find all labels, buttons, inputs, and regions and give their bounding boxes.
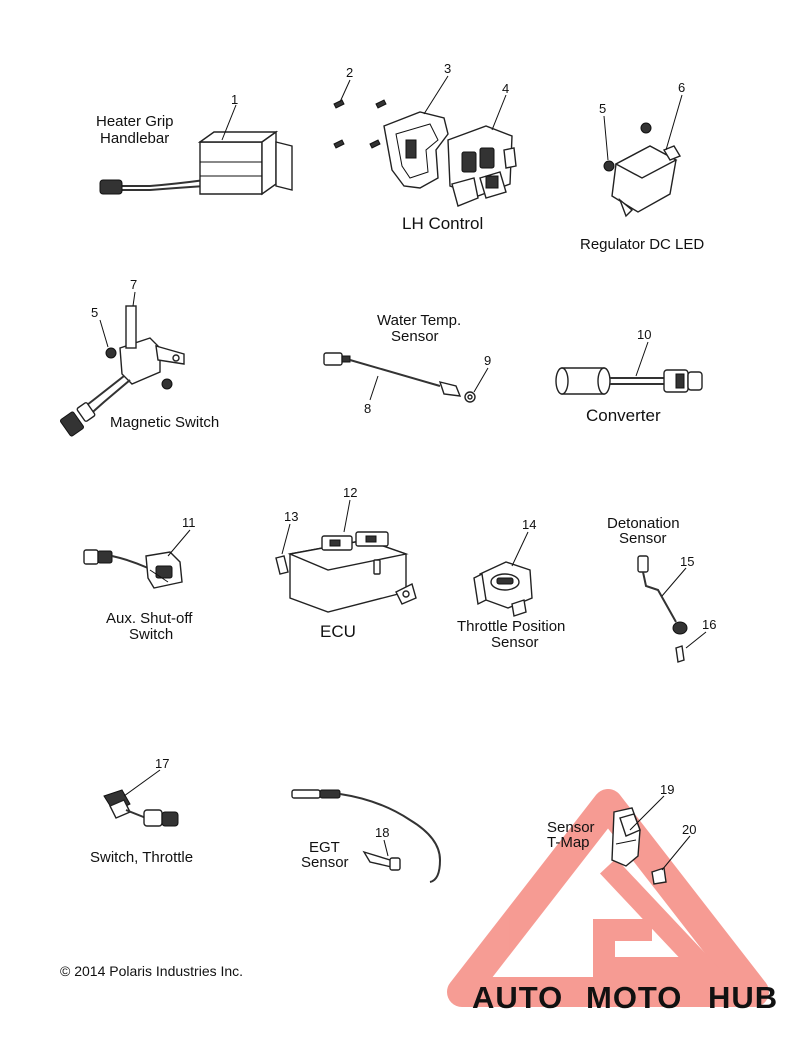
callout-10: 10 [637, 327, 651, 342]
leader-line-19 [629, 795, 665, 831]
throttle-position-drawing [473, 561, 533, 617]
callout-5-magnetic: 5 [91, 305, 98, 320]
callout-14: 14 [522, 517, 536, 532]
regulator-drawing [603, 122, 682, 218]
callout-9: 9 [484, 353, 491, 368]
callout-8: 8 [364, 401, 371, 416]
watermark-part-b: MOTO [586, 980, 682, 1015]
callout-19: 19 [660, 782, 674, 797]
callout-3: 3 [444, 61, 451, 76]
leader-line-8 [369, 375, 379, 401]
lh-control-label: LH Control [402, 214, 483, 233]
screws-2 [333, 99, 387, 149]
leader-line-20 [661, 835, 691, 871]
callout-7: 7 [130, 277, 137, 292]
callout-15: 15 [680, 554, 694, 569]
egt-drawing [291, 789, 442, 883]
callout-1: 1 [231, 92, 238, 107]
callout-16: 16 [702, 617, 716, 632]
leader-line-4 [491, 94, 507, 131]
callout-17: 17 [155, 756, 169, 771]
leader-line-18 [383, 839, 389, 857]
leader-line-7 [132, 291, 136, 307]
label-line: Switch [129, 626, 173, 643]
ecu-label: ECU [320, 622, 356, 641]
leader-line-10 [635, 341, 649, 377]
switch-throttle-label: Switch, Throttle [90, 849, 193, 866]
watermark-part-c: HUB [708, 980, 778, 1015]
label-line: Heater Grip [96, 113, 174, 130]
callout-2: 2 [346, 65, 353, 80]
copyright-notice: © 2014 Polaris Industries Inc. [60, 963, 243, 979]
watermark-logo: AUTO MOTO HUB [472, 980, 778, 1015]
leader-line-17 [123, 769, 161, 797]
label-line: Sensor [491, 634, 539, 651]
callout-12: 12 [343, 485, 357, 500]
leader-line-15 [661, 567, 687, 597]
callout-4: 4 [502, 81, 509, 96]
converter-drawing [555, 367, 703, 395]
lh-control-drawing [333, 99, 517, 207]
label-line: Sensor [301, 854, 349, 871]
label-line: T-Map [547, 834, 590, 851]
leader-line-16 [685, 631, 707, 649]
leader-line-2 [339, 79, 351, 103]
label-line: Sensor [391, 328, 439, 345]
label-line: Sensor [547, 819, 595, 836]
label-line: Aux. Shut-off [106, 610, 193, 627]
leader-line-5b [99, 319, 109, 348]
leader-line-5a [603, 115, 609, 161]
callout-11: 11 [182, 515, 196, 530]
callout-20: 20 [682, 822, 696, 837]
heater-grip-drawing [99, 130, 293, 196]
regulator-label: Regulator DC LED [580, 236, 704, 253]
watermark-part-a: AUTO [472, 980, 563, 1015]
aux-shutoff-drawing [83, 549, 183, 589]
leader-line-9 [473, 367, 489, 393]
leader-line-13 [281, 523, 291, 555]
watermark-triangle [447, 789, 769, 1007]
label-line: Detonation [607, 515, 680, 532]
magnetic-switch-drawing [59, 305, 185, 437]
leader-line-11 [167, 529, 191, 557]
magnetic-switch-label: Magnetic Switch [110, 414, 219, 431]
callout-5-regulator: 5 [599, 101, 606, 116]
leader-line-1 [221, 104, 237, 141]
callout-13: 13 [284, 509, 298, 524]
detonation-drawing [637, 555, 688, 663]
water-temp-drawing [323, 352, 476, 403]
switch-throttle-drawing [103, 789, 179, 827]
leader-line-6 [665, 94, 683, 151]
leader-line-12 [343, 499, 351, 533]
t-map-drawing [611, 807, 667, 885]
label-line: EGT [309, 839, 340, 856]
water-temp-label: Water Temp.Sensor [377, 312, 461, 345]
leader-line-3 [423, 75, 449, 115]
label-line: Water Temp. [377, 312, 461, 329]
label-line: Throttle Position [457, 618, 565, 635]
ecu-drawing [275, 531, 417, 613]
leader-line-14 [511, 531, 529, 567]
converter-label: Converter [586, 406, 661, 425]
callout-18: 18 [375, 825, 389, 840]
callout-6: 6 [678, 80, 685, 95]
label-line: Sensor [619, 530, 667, 547]
label-line: Handlebar [100, 130, 169, 147]
